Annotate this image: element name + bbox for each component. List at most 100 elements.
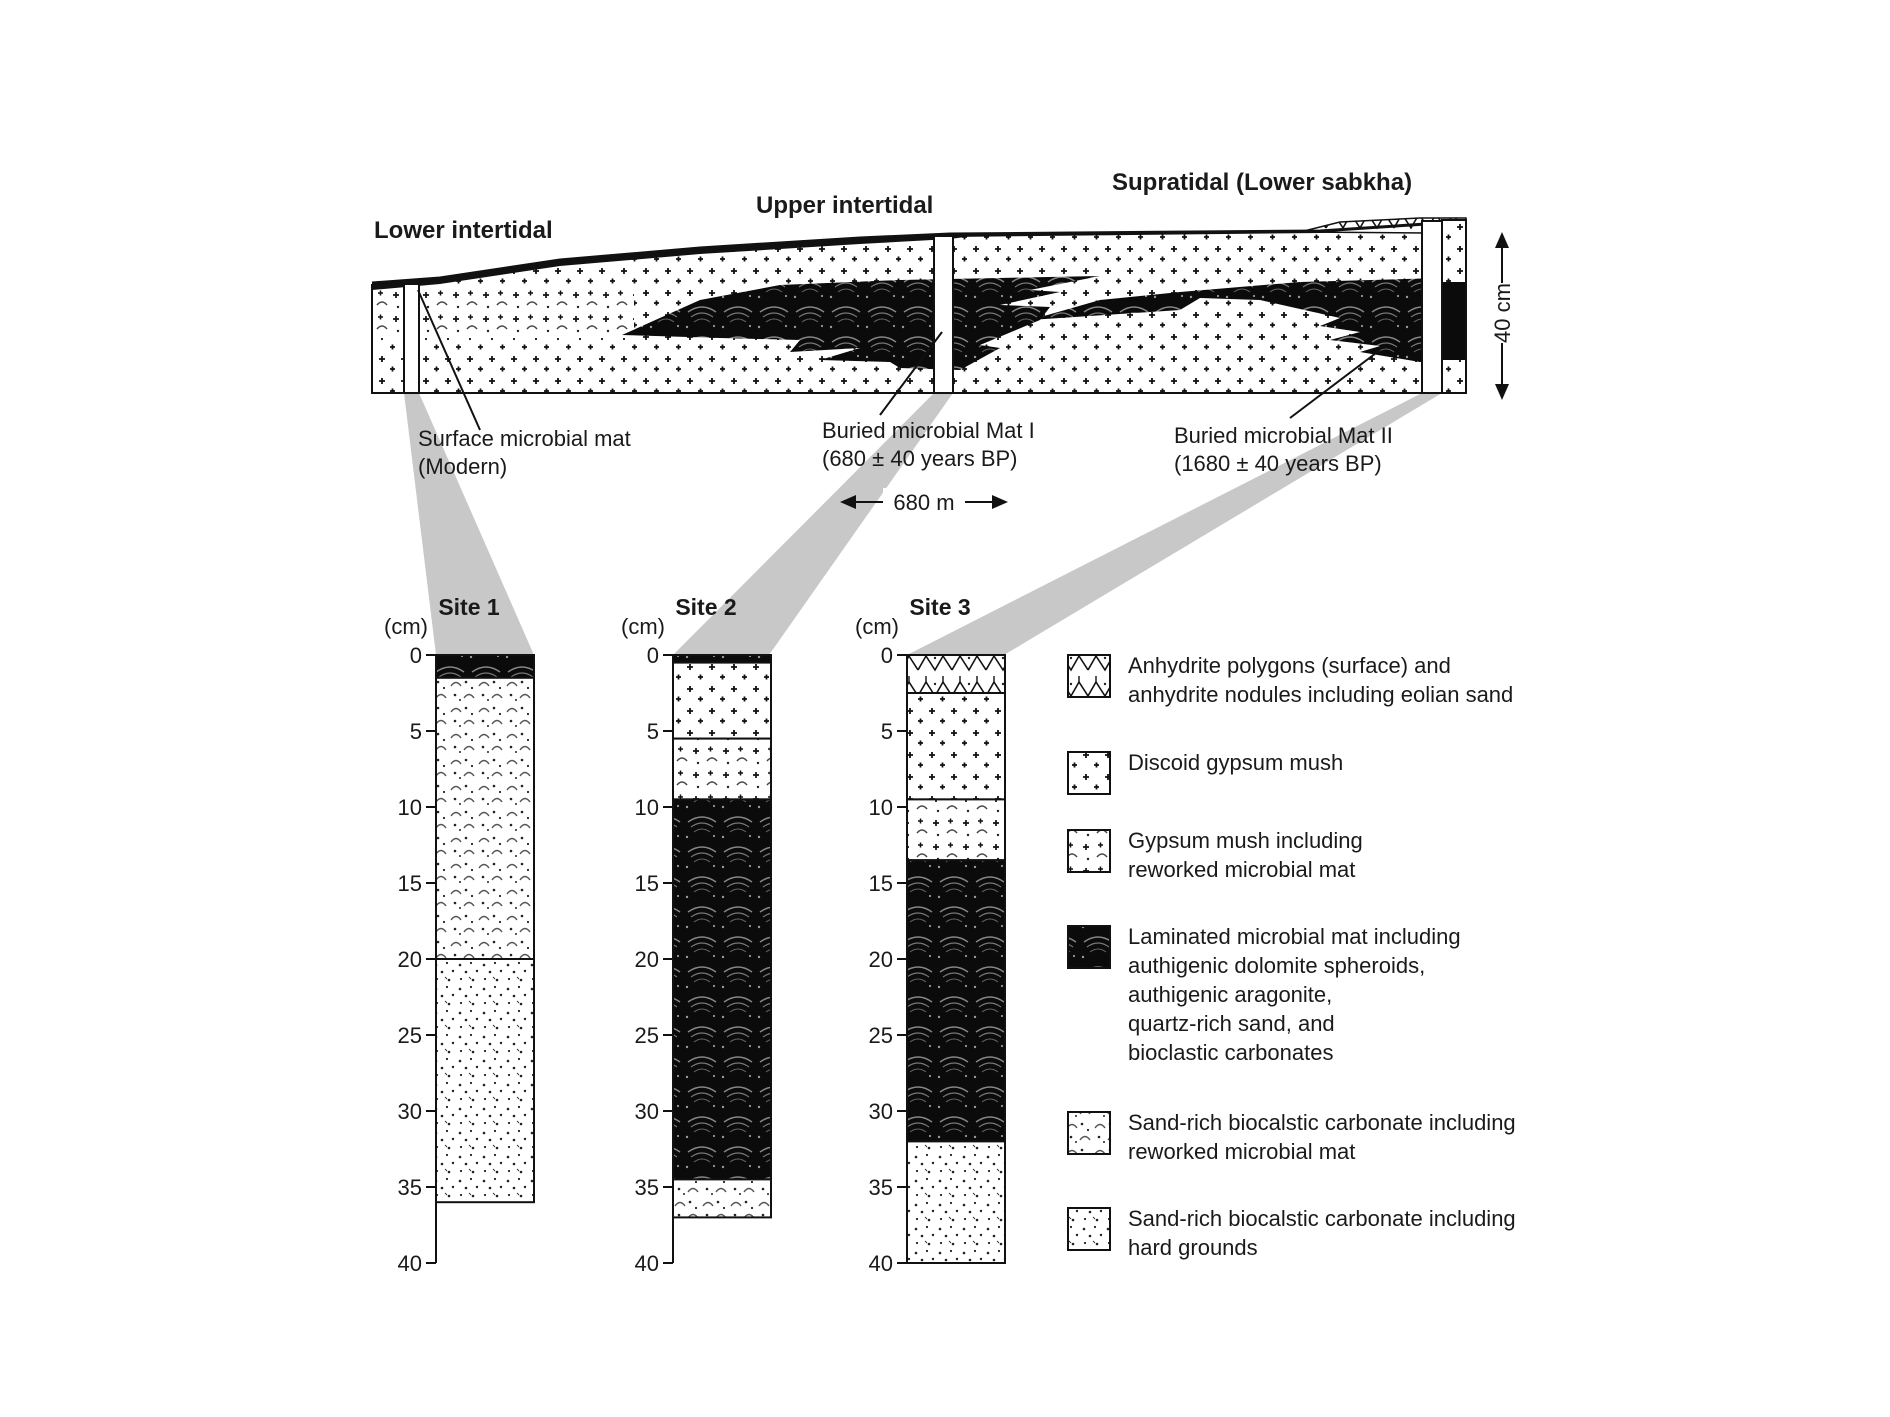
- legend-text: hard grounds: [1128, 1235, 1258, 1260]
- layer-hardground-sand: [906, 1140, 1006, 1265]
- legend-swatch: [1067, 1207, 1111, 1251]
- legend-text: reworked microbial mat: [1128, 857, 1355, 882]
- annotation-surface-mat-line-2: (Modern): [418, 454, 507, 479]
- depth-unit-label: (cm): [384, 614, 428, 639]
- layer-mat: [672, 798, 772, 1181]
- legend-item-reworked-sand: Sand-rich biocalstic carbonate including…: [1067, 1110, 1516, 1164]
- legend-swatch: [1067, 829, 1111, 873]
- annotation-mat-1-line-2: (680 ± 40 years BP): [822, 446, 1018, 471]
- profile-surface-mat: [372, 233, 980, 290]
- depth-tick-label: 25: [398, 1023, 422, 1048]
- legend-text: anhydrite nodules including eolian sand: [1128, 682, 1513, 707]
- legend-text: Sand-rich biocalstic carbonate including: [1128, 1206, 1516, 1231]
- site-columns: Site 1 (cm) 0 5 10 15 20 25 30 35 40 Site 2 (cm) 0 5 10…: [384, 594, 1006, 1276]
- legend-text: Gypsum mush including: [1128, 828, 1363, 853]
- annotation-mat-2-line-1: Buried microbial Mat II: [1174, 423, 1393, 448]
- layer-gypsum: [906, 692, 1006, 801]
- profile-ground-surface: [371, 219, 1467, 285]
- layer-hardground-sand: [435, 958, 535, 1204]
- depth-tick-label: 15: [635, 871, 659, 896]
- depth-unit-label: (cm): [855, 614, 899, 639]
- depth-tick-label: 20: [635, 947, 659, 972]
- connector-site-2: [673, 393, 953, 655]
- legend-item-gypsum: Discoid gypsum mush: [1067, 750, 1343, 795]
- depth-tick-label: 10: [869, 795, 893, 820]
- leader-mat-1: [879, 331, 943, 416]
- layer-gypsum-mat: [672, 737, 772, 801]
- depth-tick-label: 15: [398, 871, 422, 896]
- profile-labels: Lower intertidal Upper intertidal Suprat…: [374, 169, 1515, 515]
- site-title: Site 3: [909, 594, 970, 620]
- annotation-mat-2-line-2: (1680 ± 40 years BP): [1174, 451, 1382, 476]
- depth-tick-label: 40: [635, 1251, 659, 1276]
- legend: Anhydrite polygons (surface) and anhydrit…: [1067, 653, 1516, 1260]
- layer-gypsum-mat: [906, 798, 1006, 862]
- depth-tick-label: 35: [635, 1175, 659, 1200]
- layer-gypsum: [672, 661, 772, 740]
- depth-tick-label: 10: [635, 795, 659, 820]
- depth-tick-label: 20: [398, 947, 422, 972]
- zone-label-supratidal: Supratidal (Lower sabkha): [1112, 169, 1412, 196]
- connector-site-1: [404, 393, 534, 655]
- legend-text: Sand-rich biocalstic carbonate including: [1128, 1110, 1516, 1135]
- core-marker-site-2: [933, 235, 954, 394]
- annotation-surface-mat-line-1: Surface microbial mat: [418, 426, 631, 451]
- profile-buried-mat-2: [1030, 278, 1466, 362]
- vertical-scale: [1487, 232, 1517, 400]
- depth-tick-label: 0: [647, 643, 659, 668]
- site-column-1: Site 1 (cm) 0 5 10 15 20 25 30 35 40: [384, 594, 535, 1276]
- depth-tick-label: 10: [398, 795, 422, 820]
- legend-text: Anhydrite polygons (surface) and: [1128, 653, 1451, 678]
- depth-tick-label: 0: [410, 643, 422, 668]
- connector-site-3: [907, 393, 1442, 655]
- layer-mat: [906, 859, 1006, 1143]
- depth-tick-label: 20: [869, 947, 893, 972]
- depth-tick-label: 40: [869, 1251, 893, 1276]
- layer-mat: [435, 654, 535, 679]
- legend-text: authigenic dolomite spheroids,: [1128, 953, 1425, 978]
- depth-tick-label: 30: [869, 1099, 893, 1124]
- profile-buried-mat-1: [622, 276, 1100, 370]
- legend-swatch: [1067, 751, 1111, 795]
- depth-tick-label: 35: [398, 1175, 422, 1200]
- layer-reworked-sand: [672, 1178, 772, 1219]
- site-title: Site 2: [675, 594, 736, 620]
- legend-item-mat: Laminated microbial mat including authige…: [1067, 924, 1461, 1065]
- depth-tick-label: 40: [398, 1251, 422, 1276]
- legend-item-gypsum-mat: Gypsum mush including reworked microbial …: [1067, 828, 1363, 882]
- depth-tick-label: 5: [647, 719, 659, 744]
- depth-tick-label: 5: [881, 719, 893, 744]
- legend-item-hardground-sand: Sand-rich biocalstic carbonate including…: [1067, 1206, 1516, 1260]
- legend-text: Discoid gypsum mush: [1128, 750, 1343, 775]
- depth-unit-label: (cm): [621, 614, 665, 639]
- depth-tick-label: 5: [410, 719, 422, 744]
- legend-item-anhydrite: Anhydrite polygons (surface) and anhydrit…: [1067, 653, 1513, 707]
- layer-mat: [672, 654, 772, 664]
- zone-label-upper-intertidal: Upper intertidal: [756, 192, 933, 219]
- depth-tick-label: 0: [881, 643, 893, 668]
- depth-tick-label: 30: [398, 1099, 422, 1124]
- legend-swatch: [1067, 925, 1111, 969]
- depth-tick-label: 25: [635, 1023, 659, 1048]
- zone-label-lower-intertidal: Lower intertidal: [374, 217, 553, 244]
- profile-edge-mat: [1443, 282, 1465, 360]
- site-title: Site 1: [438, 594, 500, 620]
- layer-anhydrite: [906, 654, 1006, 694]
- depth-tick-label: 25: [869, 1023, 893, 1048]
- legend-text: reworked microbial mat: [1128, 1139, 1355, 1164]
- connector-bands: [404, 393, 1442, 655]
- layer-reworked-sand: [435, 676, 535, 960]
- legend-text: quartz-rich sand, and: [1128, 1011, 1335, 1036]
- core-marker-site-1: [403, 283, 420, 394]
- core-marker-site-3: [1421, 220, 1443, 394]
- legend-text: authigenic aragonite,: [1128, 982, 1332, 1007]
- annotation-mat-1-line-1: Buried microbial Mat I: [822, 418, 1035, 443]
- legend-text: bioclastic carbonates: [1128, 1040, 1333, 1065]
- cross-section-profile: [371, 217, 1517, 516]
- horizontal-scale: [840, 488, 1008, 516]
- leader-surface-mat: [417, 289, 481, 431]
- scale-label-680m: 680 m: [893, 490, 954, 515]
- legend-text: Laminated microbial mat including: [1128, 924, 1461, 949]
